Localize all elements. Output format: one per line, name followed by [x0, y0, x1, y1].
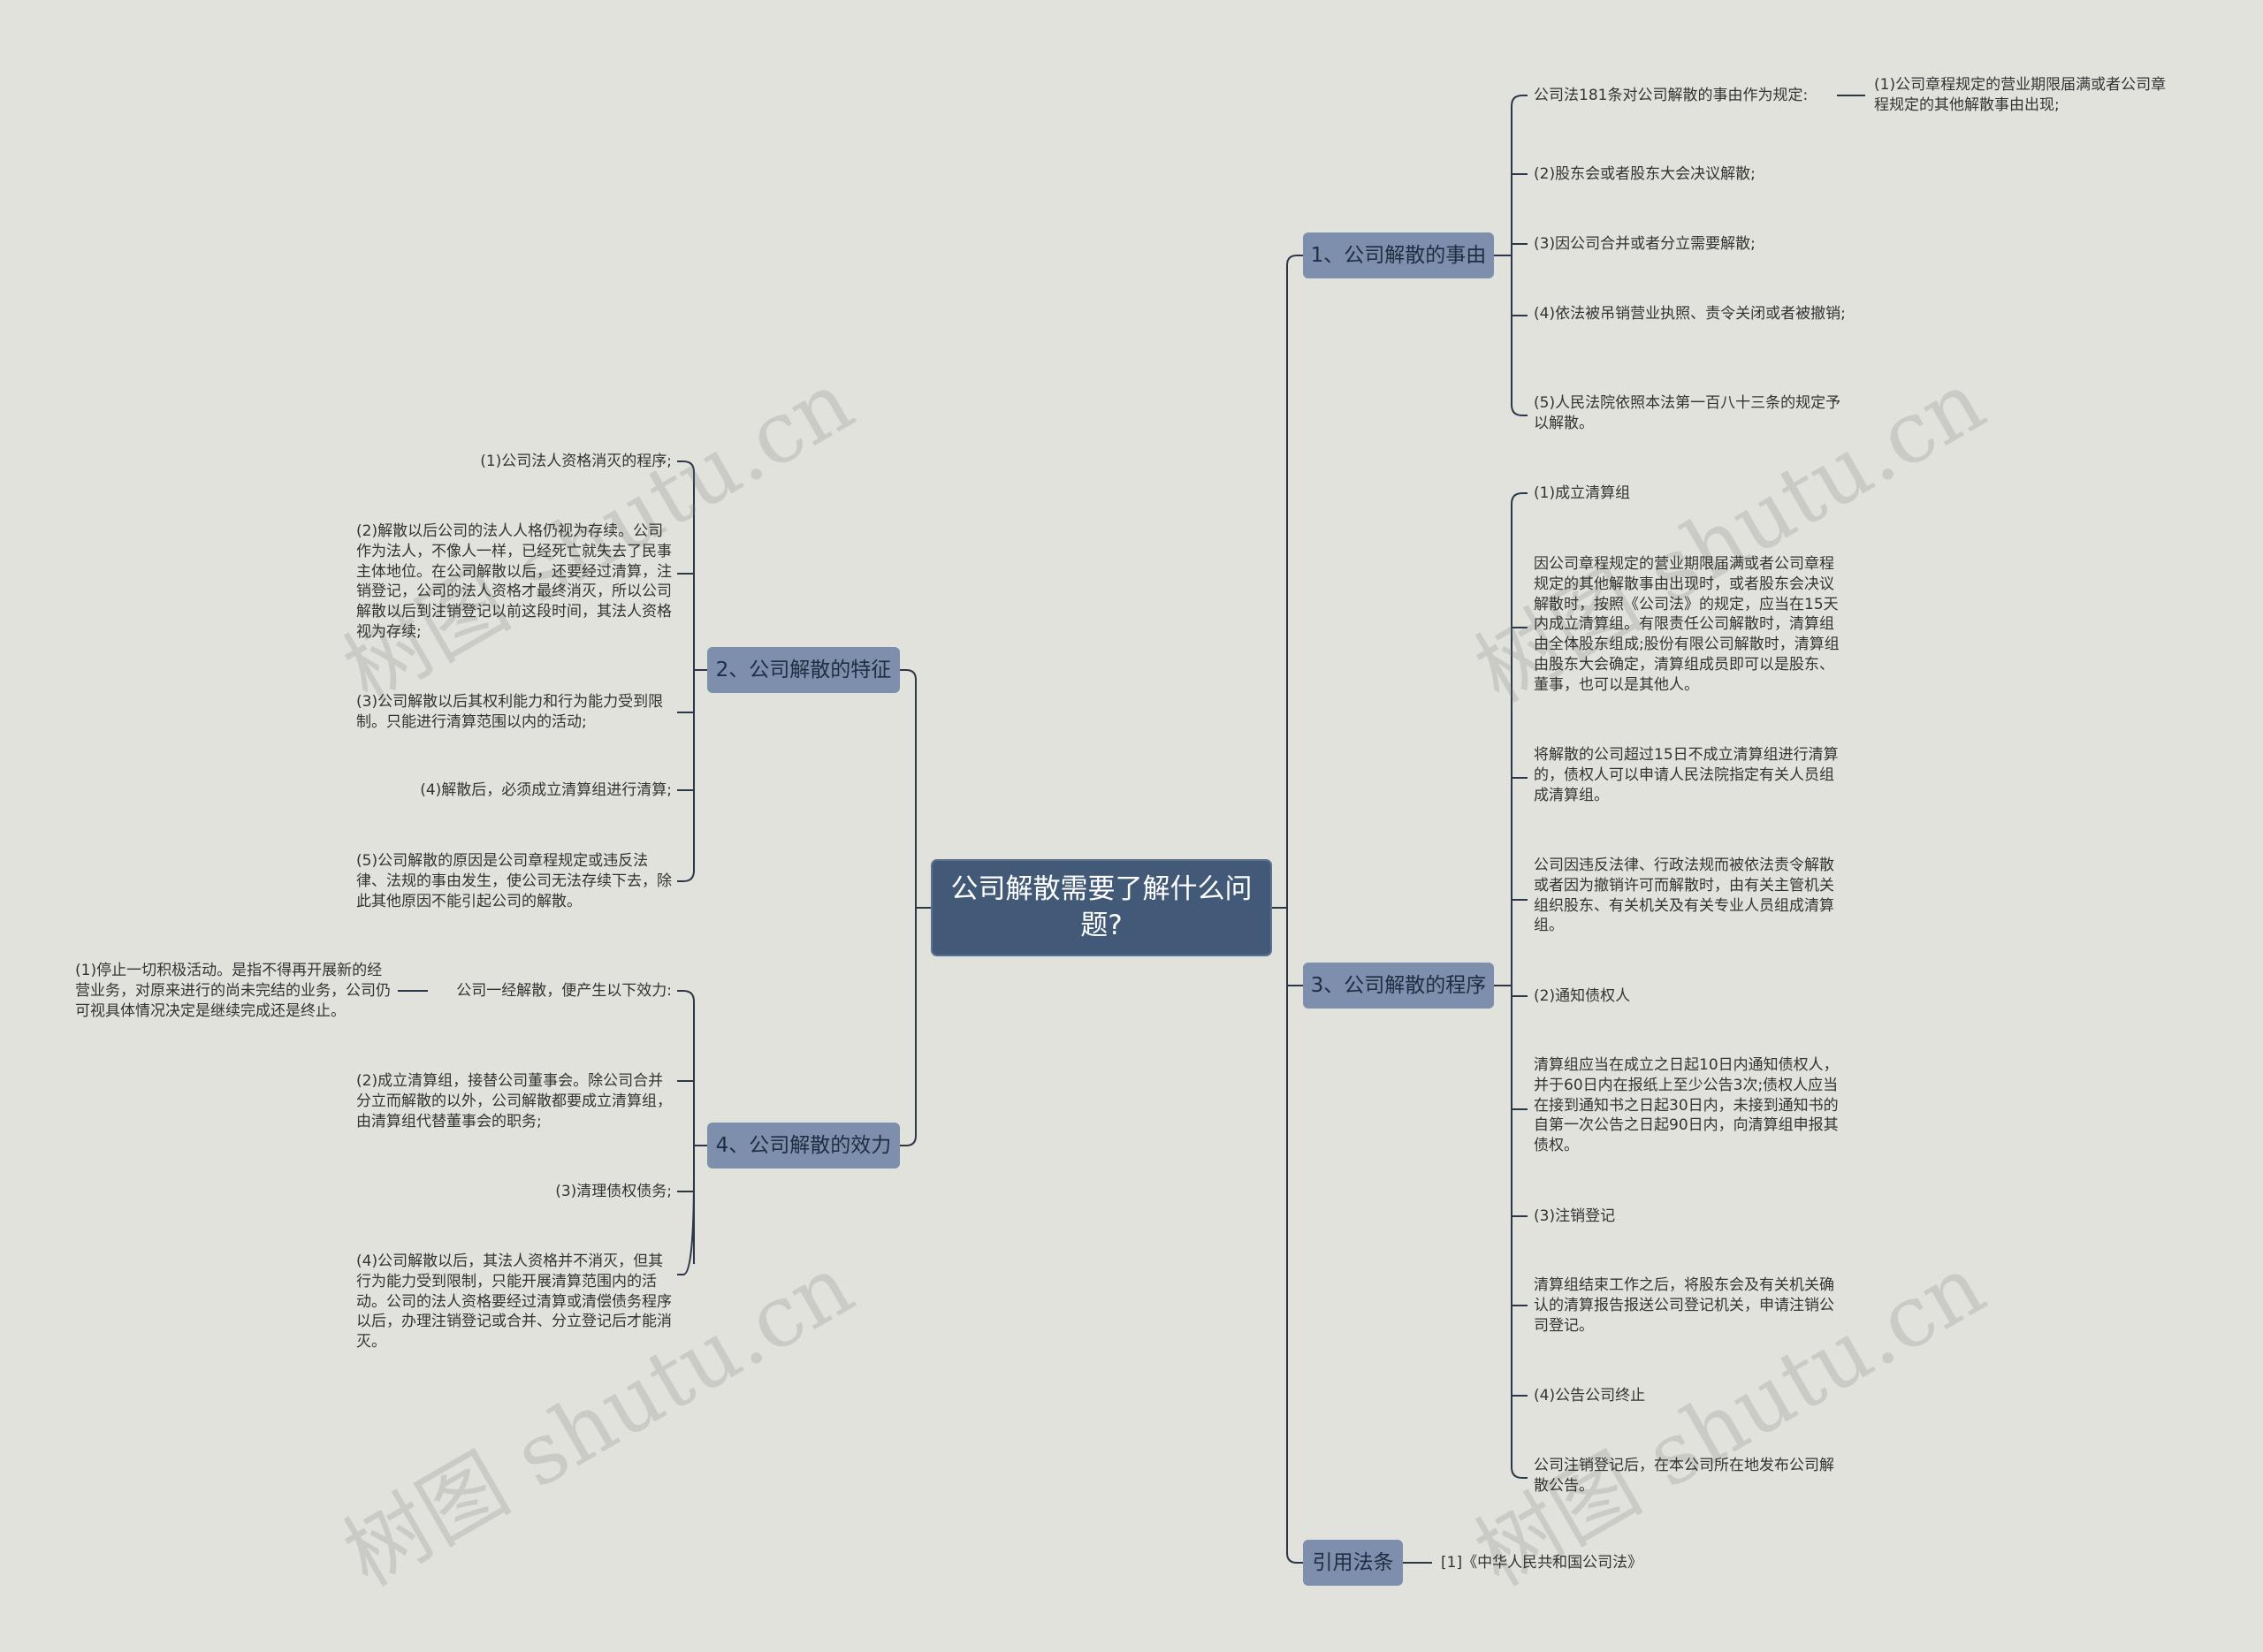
- leaf-b3-10[interactable]: 公司注销登记后，在本公司所在地发布公司解散公告。: [1534, 1457, 1834, 1495]
- leaf-b3-5[interactable]: (2)通知债权人: [1534, 987, 1631, 1005]
- leaf-b1-1[interactable]: 公司法181条对公司解散的事由作为规定:: [1534, 87, 1809, 104]
- leaf-b3-6[interactable]: 清算组应当在成立之日起10日内通知债权人，并于60日内在报纸上至少公告3次;债权…: [1534, 1056, 1839, 1155]
- leaf-b1-2[interactable]: (2)股东会或者股东大会决议解散;: [1534, 165, 1756, 183]
- leaf-b2-4[interactable]: (4)解散后，必须成立清算组进行清算;: [420, 781, 672, 799]
- leaf-b1-4[interactable]: (4)依法被吊销营业执照、责令关闭或者被撤销;: [1534, 305, 1846, 323]
- connector-b3: [1494, 504, 1512, 1467]
- leaf-b4-3[interactable]: (3)清理债权债务;: [555, 1183, 672, 1200]
- leaf-b2-5[interactable]: (5)公司解散的原因是公司章程规定或违反法律、法规的事由发生，使公司无法存续下去…: [356, 852, 672, 910]
- leaf-b3-3[interactable]: 将解散的公司超过15日不成立清算组进行清算的，债权人可以申请人民法院指定有关人员…: [1534, 746, 1839, 804]
- root-title: 公司解散需要了解什么问题?: [950, 873, 1253, 941]
- leaf-b3-8[interactable]: 清算组结束工作之后，将股东会及有关机关确认的清算报告报送公司登记机关，申请注销公…: [1534, 1276, 1834, 1335]
- branch-node-3[interactable]: 3、公司解散的程序: [1303, 963, 1494, 1009]
- leaf-b3-2[interactable]: 因公司章程规定的营业期限届满或者公司章程规定的其他解散事由出现时，或者股东会决议…: [1534, 555, 1840, 694]
- leaf-b4-1[interactable]: 公司一经解散，便产生以下效力:: [456, 982, 672, 1000]
- leaf-b1-1a[interactable]: (1)公司章程规定的营业期限届满或者公司章程规定的其他解散事由出现;: [1874, 76, 2167, 114]
- branch-node-4[interactable]: 4、公司解散的效力: [707, 1123, 900, 1169]
- leaf-b3-4[interactable]: 公司因违反法律、行政法规而被依法责令解散或者因为撤销许可而解散时，由有关主管机关…: [1534, 856, 1834, 935]
- connector-b1: [1494, 106, 1512, 405]
- leaf-b4-2[interactable]: (2)成立清算组，接替公司董事会。除公司合并分立而解散的以外，公司解散都要成立清…: [356, 1072, 672, 1131]
- branch-node-2[interactable]: 2、公司解散的特征: [707, 647, 900, 693]
- connector-b4: [693, 1001, 707, 1176]
- root-node[interactable]: 公司解散需要了解什么问题?: [931, 859, 1272, 956]
- leaf-b1-3[interactable]: (3)因公司合并或者分立需要解散;: [1534, 235, 1756, 253]
- leaf-b1-5[interactable]: (5)人民法院依照本法第一百八十三条的规定予以解散。: [1534, 394, 1841, 432]
- connector-root-right: [1272, 265, 1288, 1553]
- connector-root-left: [915, 680, 931, 1136]
- leaf-b3-7[interactable]: (3)注销登记: [1534, 1207, 1616, 1225]
- leaf-b3-9[interactable]: (4)公告公司终止: [1534, 1387, 1646, 1405]
- leaf-b2-2[interactable]: (2)解散以后公司的法人人格仍视为存续。公司作为法人，不像人一样，已经死亡就失去…: [356, 522, 672, 641]
- branch-node-5[interactable]: 引用法条: [1303, 1540, 1403, 1586]
- leaf-b4-4[interactable]: (4)公司解散以后，其法人资格并不消灭，但其行为能力受到限制，只能开展清算范围内…: [356, 1252, 672, 1351]
- leaf-b3-1[interactable]: (1)成立清算组: [1534, 484, 1631, 502]
- connector-b2: [693, 472, 707, 871]
- leaf-b2-1[interactable]: (1)公司法人资格消灭的程序;: [480, 453, 672, 470]
- branch-node-1[interactable]: 1、公司解散的事由: [1303, 232, 1494, 278]
- leaf-b5-1[interactable]: [1]《中华人民共和国公司法》: [1441, 1554, 1643, 1572]
- leaf-b2-3[interactable]: (3)公司解散以后其权利能力和行为能力受到限制。只能进行清算范围以内的活动;: [356, 693, 664, 731]
- leaf-b4-1a[interactable]: (1)停止一切积极活动。是指不得再开展新的经营业务，对原来进行的尚未完结的业务，…: [75, 962, 391, 1020]
